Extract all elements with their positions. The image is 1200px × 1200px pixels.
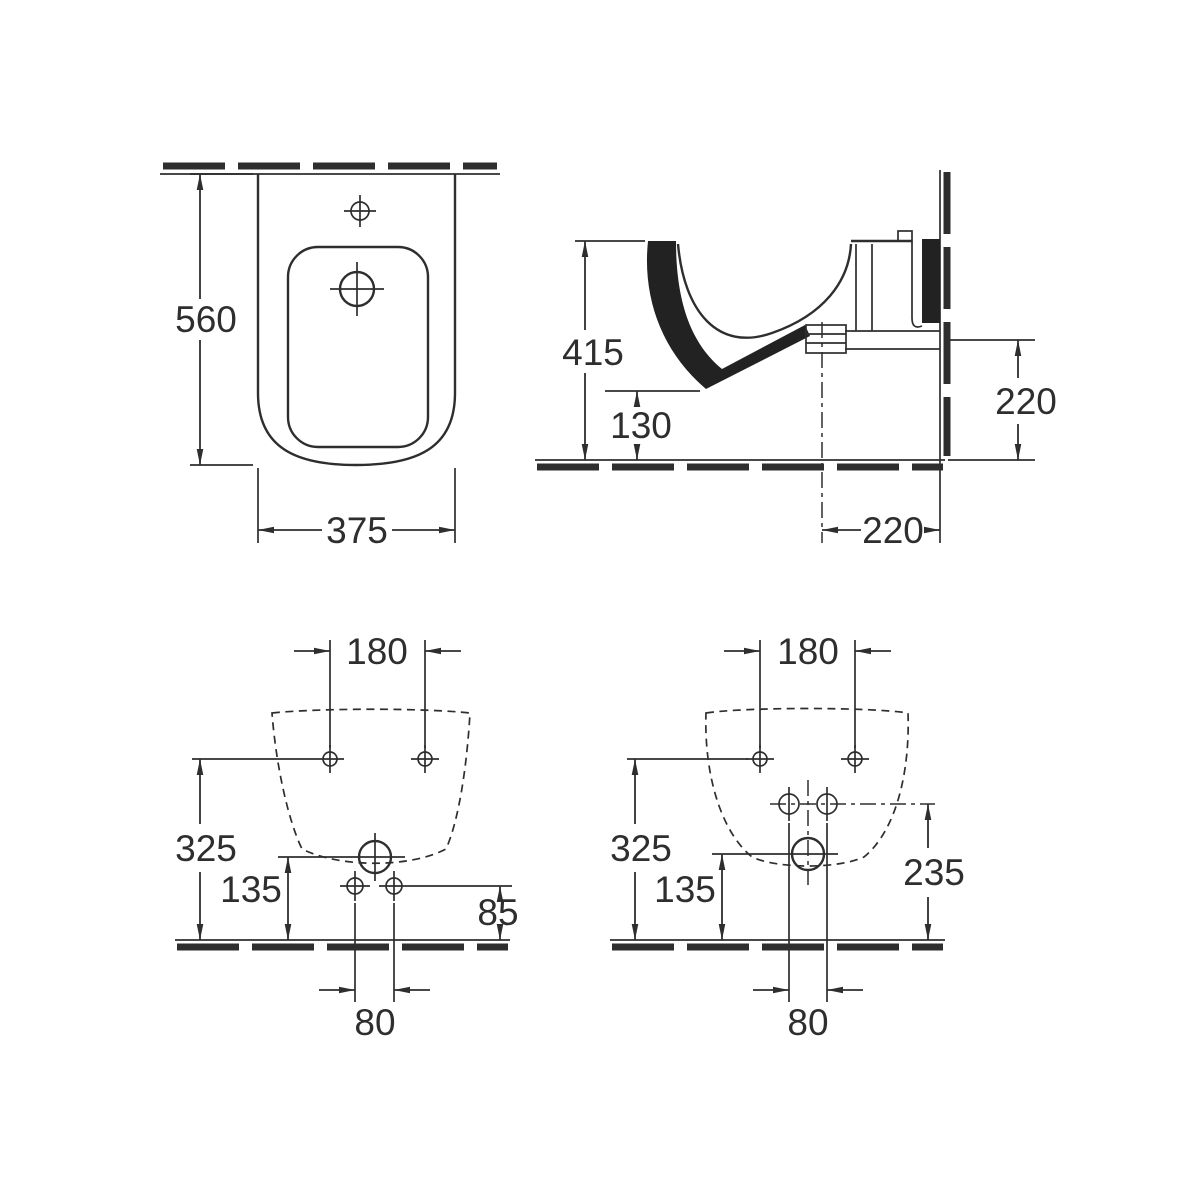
dim-label-outlet-wall-distance: 220 (862, 510, 924, 551)
dim-drain-height-135: 135 (220, 856, 345, 940)
dim-label-rim-height: 415 (562, 332, 624, 373)
dim-lower-spacing-80: 80 (753, 823, 863, 1043)
basin-interior-profile (676, 243, 853, 339)
bidet-outline-dashed (271, 708, 471, 865)
dim-label-connection-height: 235 (903, 852, 965, 893)
connection-hole-right (816, 787, 838, 821)
dim-label-bowl-clearance: 130 (610, 405, 672, 446)
dim-drain-height-135: 135 (654, 853, 778, 940)
drain-cross (345, 833, 405, 881)
dim-label-hole-spacing: 180 (777, 631, 839, 672)
view-side: 415 130 220 220 (535, 170, 1057, 551)
view-rear-a: 180 325 135 85 80 (175, 631, 519, 1043)
dim-label-drain-height: 135 (654, 869, 716, 910)
view-plan: 560 375 (160, 162, 500, 551)
lower-hole-left (340, 871, 370, 901)
dim-hole-spacing-180: 180 (294, 631, 461, 748)
overflow-cross (330, 262, 384, 316)
view-rear-b: 180 325 135 235 80 (610, 631, 965, 1043)
mount-flange-section (922, 239, 940, 323)
extension-lines (788, 823, 828, 1002)
drain-hole (345, 833, 405, 881)
fixing-hole-left (746, 745, 774, 773)
overflow-hole (330, 262, 384, 316)
hole-cross (316, 745, 344, 773)
dim-connection-height-235: 235 (903, 804, 965, 940)
drain-hole (778, 836, 838, 872)
dim-outlet-wall-distance-220: 220 (822, 510, 940, 551)
dim-label-lower-spacing: 80 (787, 1002, 828, 1043)
tap-hole (344, 195, 376, 227)
extension-lines (329, 640, 426, 748)
bidet-outline-dashed (704, 707, 910, 867)
hole-cross (340, 871, 370, 901)
outlet-pipe (845, 330, 940, 350)
basin-outline (286, 245, 430, 449)
dim-outlet-height-220: 220 (950, 339, 1057, 460)
dim-label-outlet-height: 220 (995, 381, 1057, 422)
dim-label-width: 375 (326, 510, 388, 551)
dim-width-375: 375 (257, 468, 456, 551)
dim-label-lower-hole-height: 85 (477, 892, 518, 933)
outlet-coupling (805, 324, 847, 354)
connection-hole-left (778, 787, 800, 821)
dim-label-hole-spacing: 180 (346, 631, 408, 672)
extension-lines (354, 903, 395, 1002)
basin-rear-wall (855, 244, 873, 331)
fixing-hole-right (841, 745, 869, 773)
lower-hole-right (379, 871, 409, 901)
tap-hole-cross (344, 195, 376, 227)
hole-cross (841, 745, 869, 773)
bidet-shell-section (646, 241, 810, 389)
dim-label-depth: 560 (175, 299, 237, 340)
extension-lines (759, 640, 856, 748)
dim-hole-spacing-180: 180 (724, 631, 891, 748)
dim-label-fixing-height: 325 (610, 828, 672, 869)
fixing-hole-left (316, 745, 344, 773)
dim-depth-560: 560 (175, 173, 253, 466)
dim-label-drain-height: 135 (220, 869, 282, 910)
dim-label-fixing-height: 325 (175, 828, 237, 869)
mount-bracket-line (911, 241, 923, 328)
outlet-coupling-lines (806, 333, 846, 344)
dim-lower-spacing-80: 80 (319, 903, 430, 1043)
tap-marker (897, 230, 913, 242)
hole-cross (411, 745, 439, 773)
hole-cross (379, 871, 409, 901)
fixing-hole-right (411, 745, 439, 773)
hole-cross (746, 745, 774, 773)
bidet-outline (256, 174, 457, 467)
dim-label-lower-spacing: 80 (354, 1002, 395, 1043)
dim-fixing-height-325: 325 (175, 758, 316, 940)
dim-rim-height-415: 415 (562, 240, 645, 460)
dim-bowl-clearance-130: 130 (605, 390, 700, 460)
dim-lower-hole-height-85: 85 (409, 885, 519, 940)
dim-fixing-height-325: 325 (610, 758, 748, 940)
